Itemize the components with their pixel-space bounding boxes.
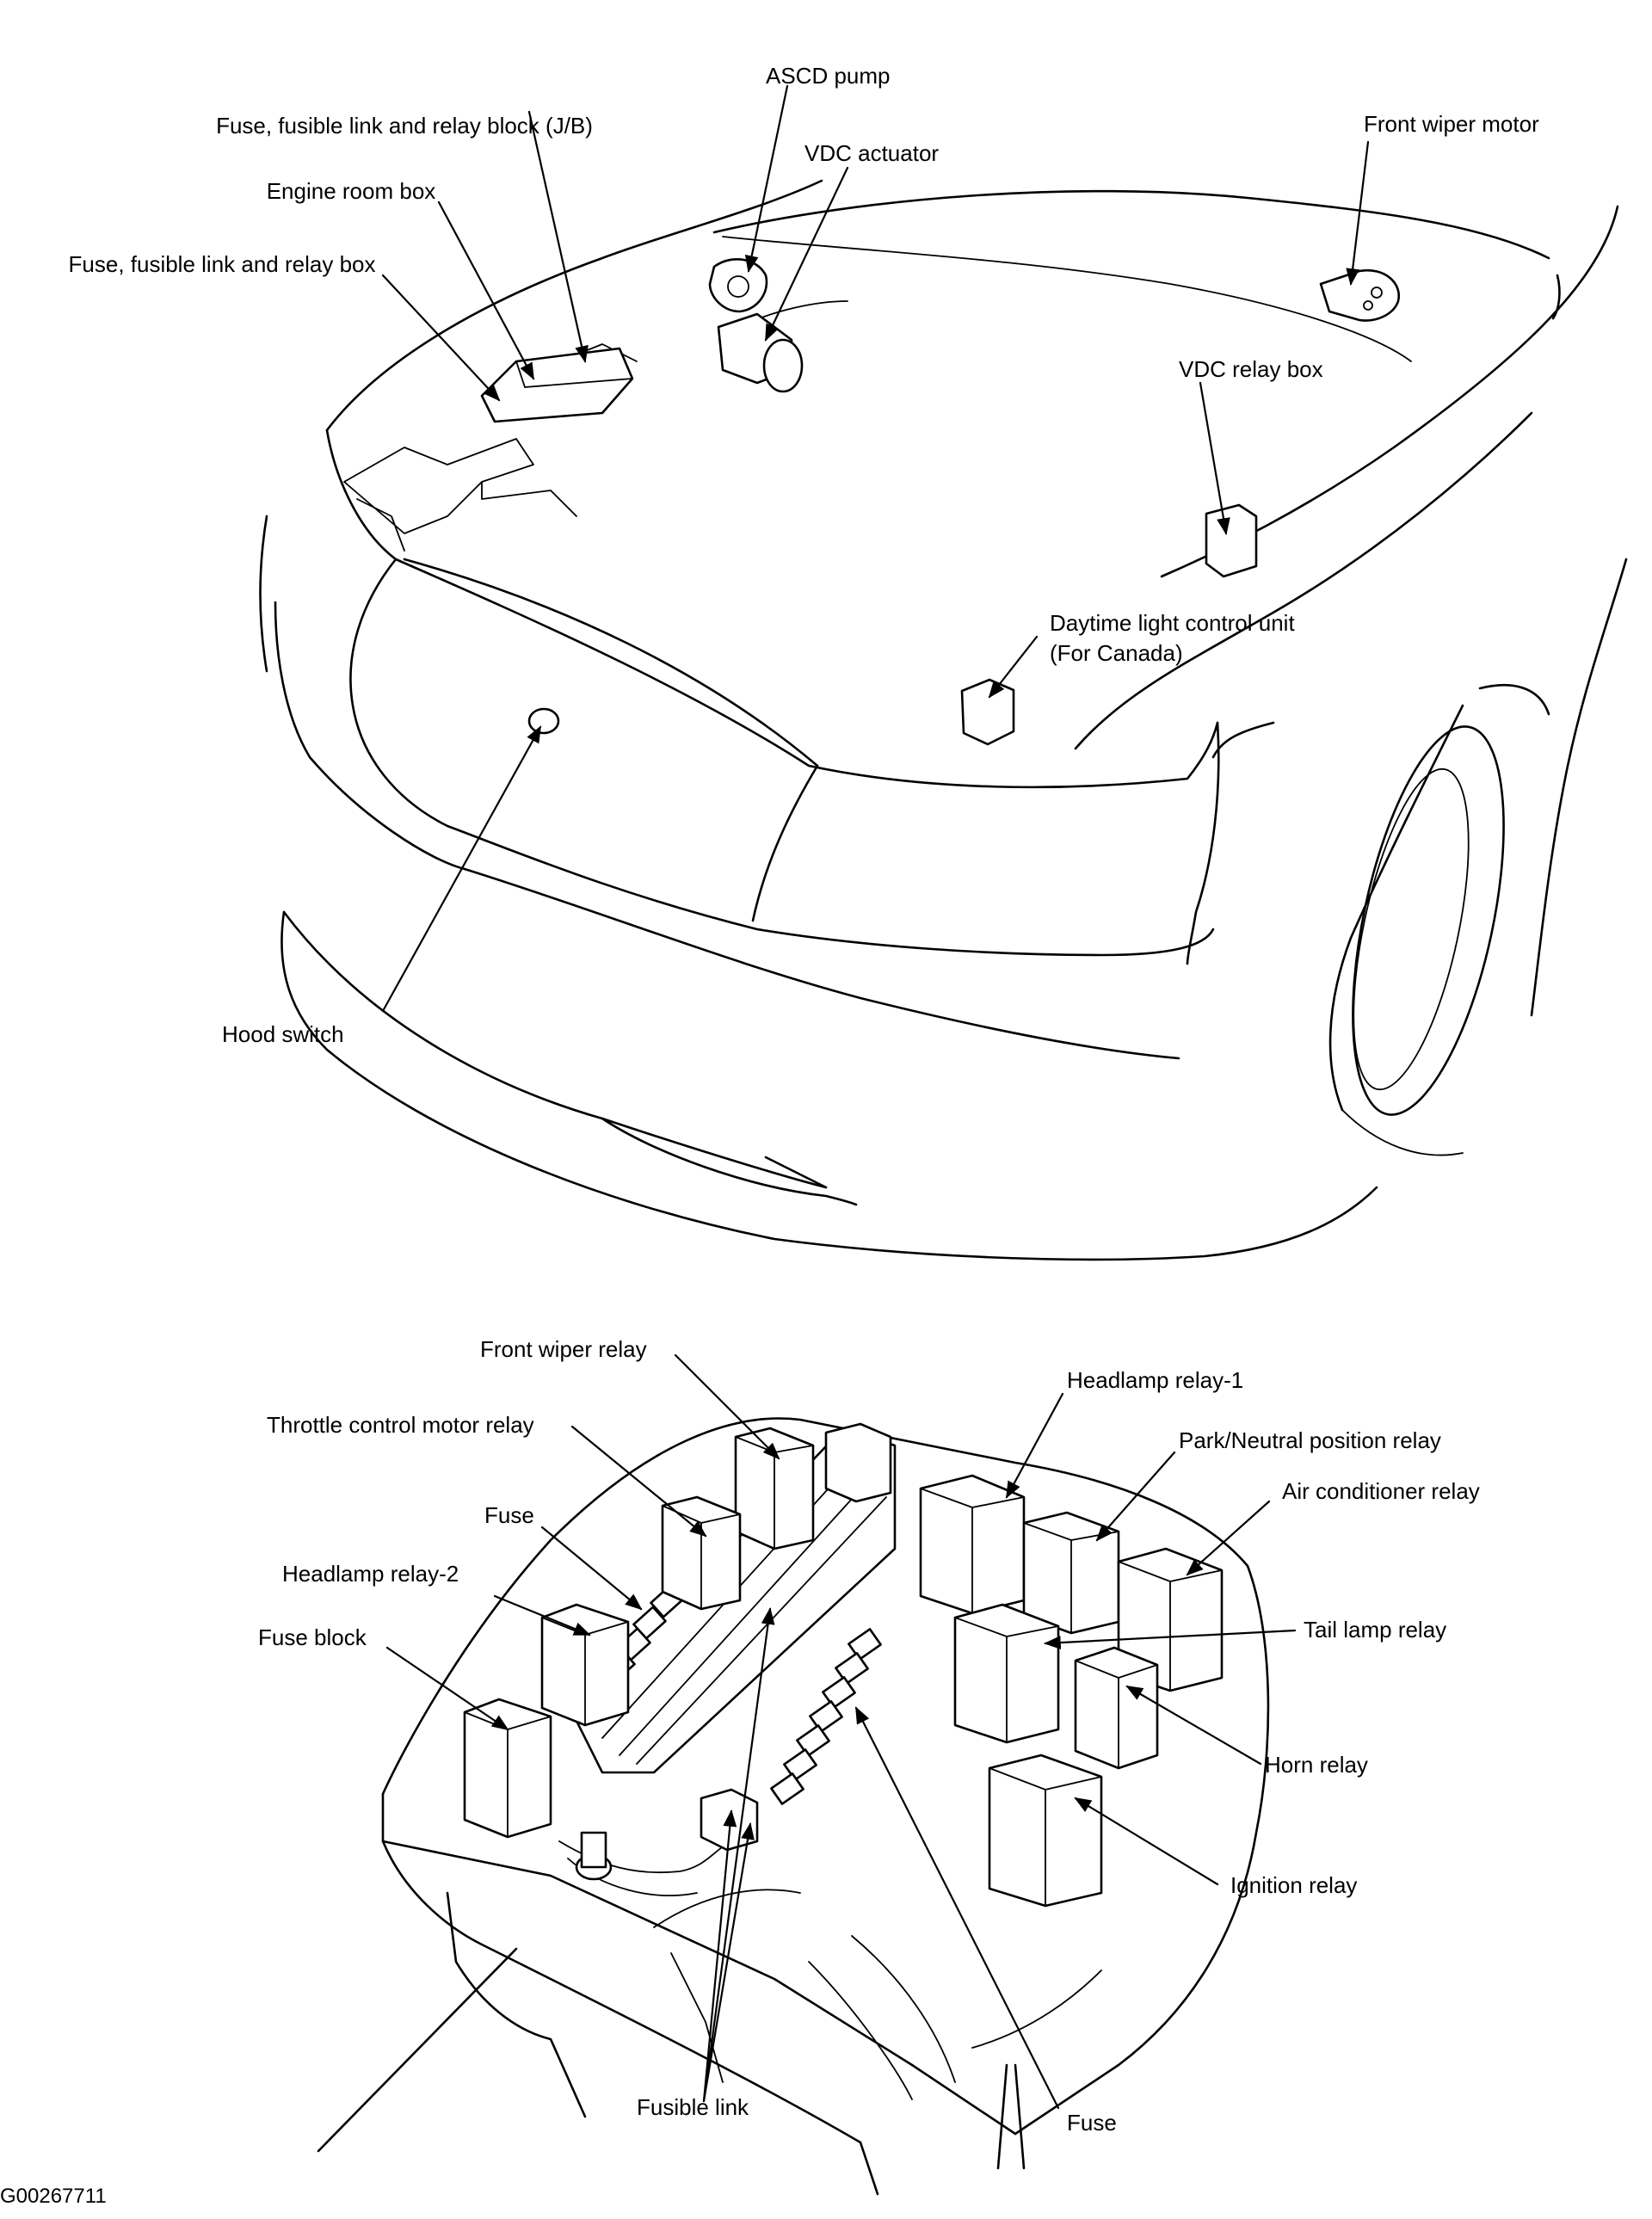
engine-room-box [480,347,634,423]
label-horn-relay: Horn relay [1265,1752,1368,1778]
label-engine-room-box: Engine room box [267,178,436,204]
label-hood-switch: Hood switch [222,1021,344,1047]
label-fuse-box: Fuse, fusible link and relay box [69,251,376,277]
label-throttle-relay: Throttle control motor relay [267,1412,534,1438]
front-wiper-motor-part [1319,268,1401,322]
vdc-actuator-part [717,312,804,393]
relay-headlamp-2 [540,1603,630,1727]
relay-front-wiper-2 [824,1422,892,1503]
label-air-conditioner: Air conditioner relay [1282,1478,1480,1504]
label-tail-lamp: Tail lamp relay [1304,1617,1446,1643]
label-daytime-line2: (For Canada) [1050,640,1183,666]
label-fusible-link: Fusible link [637,2094,749,2120]
label-daytime-line1: Daytime light control unit [1050,610,1295,636]
label-headlamp-relay-2: Headlamp relay-2 [282,1561,459,1587]
label-fuse-block: Fuse block [258,1624,367,1650]
label-front-wiper-relay: Front wiper relay [480,1336,647,1362]
relay-horn [1074,1646,1159,1770]
label-ascd-pump: ASCD pump [766,63,891,89]
daytime-light-control-unit-part [960,678,1015,746]
car-front-drawing [259,179,1628,1261]
top-view-leaders [381,84,1370,1013]
relay-fuse-block [463,1698,552,1839]
relay-headlamp-1 [919,1474,1026,1615]
relay-ignition [988,1754,1103,1908]
label-jb: Fuse, fusible link and relay block (J/B) [216,113,593,139]
relay-block-drawing [317,1417,1270,2196]
label-fuse-upper: Fuse [484,1502,534,1528]
relay-tail-lamp [953,1603,1060,1744]
top-view-labels: ASCD pump Fuse, fusible link and relay b… [69,63,1540,1047]
label-front-wiper-motor: Front wiper motor [1364,111,1539,137]
vdc-relay-box-part [1205,503,1258,578]
asced-pump-part [708,258,768,313]
label-fuse-lower: Fuse [1067,2110,1117,2136]
relay-block-stud [575,1831,613,1881]
relay-front-wiper [734,1427,815,1550]
hood-switch-part [527,707,560,735]
relay-throttle [661,1495,742,1611]
relay-block-leaders [385,1353,1297,2110]
label-vdc-relay-box: VDC relay box [1179,356,1323,382]
label-vdc-actuator: VDC actuator [804,140,939,166]
fuse-row-lower [770,1628,882,1805]
label-park-neutral: Park/Neutral position relay [1179,1427,1441,1453]
label-headlamp-relay-1: Headlamp relay-1 [1067,1367,1243,1393]
relay-air-conditioner [1117,1547,1224,1692]
label-ignition-relay: Ignition relay [1230,1872,1357,1898]
relay-block-labels: Front wiper relay Headlamp relay-1 Throt… [258,1336,1480,2136]
figure-id: G00267711 [0,2185,107,2208]
